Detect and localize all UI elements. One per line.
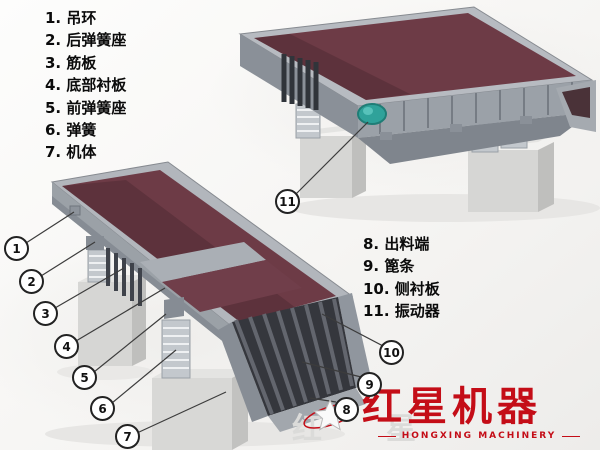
brand-logo: 红星机器 HONGXING MACHINERY: [296, 384, 596, 448]
legend-item-9: 9. 篦条: [363, 257, 415, 276]
vibrator-motor: [357, 103, 387, 125]
legend-item-1: 1. 吊环: [45, 9, 97, 27]
callout-circle-7: 7: [115, 424, 140, 449]
callout-circle-11: 11: [275, 189, 300, 214]
legend-right: 8. 出料端 9. 篦条 10. 侧衬板 11. 振动器: [363, 233, 440, 323]
funnel-rim: [140, 242, 266, 282]
brand-name: 红星机器: [362, 384, 542, 430]
feeder-main-body: [50, 161, 372, 432]
callout-circle-4: 4: [54, 334, 79, 359]
legend-item-6: 6. 弹簧: [45, 120, 97, 139]
legend-item-4: 4. 底部衬板: [45, 76, 127, 95]
brand-subtitle: HONGXING MACHINERY: [366, 431, 592, 441]
springs-main: [87, 249, 191, 379]
legend-item-3: 3. 筋板: [45, 53, 97, 72]
front-spring-seat: [164, 297, 184, 319]
lifting-ring: [69, 205, 81, 216]
funnel-body: [162, 260, 302, 312]
callout-circle-6: 6: [90, 396, 115, 421]
legend-item-2: 2. 后弹簧座: [45, 31, 127, 50]
feeder-top-view: [238, 6, 596, 212]
feeder-top-body: [238, 6, 596, 164]
legend-left: 1. 吊环 2. 后弹簧座 3. 筋板 4. 底部衬板 5. 前弹簧座 6. 弹…: [45, 7, 126, 164]
callout-circle-3: 3: [33, 301, 58, 326]
callout-circle-1: 1: [4, 236, 29, 261]
legend-item-10: 10. 侧衬板: [363, 279, 440, 298]
callout-circle-10: 10: [379, 340, 404, 365]
callout-circle-9: 9: [357, 372, 382, 397]
grate-bars: [232, 297, 356, 416]
callout-circle-2: 2: [19, 269, 44, 294]
watermark-char-right: 星: [386, 412, 416, 447]
mount-bracket-stripes: [281, 54, 319, 110]
feeder-main-view: [50, 161, 372, 450]
leader-lines: [25, 121, 384, 434]
legend-item-7: 7. 机体: [45, 143, 97, 162]
rear-spring-seat: [86, 236, 104, 250]
legend-item-11: 11. 振动器: [363, 302, 440, 321]
legend-item-8: 8. 出料端: [363, 235, 430, 253]
callout-circle-8: 8: [334, 397, 359, 422]
legend-item-5: 5. 前弹簧座: [45, 98, 127, 117]
callout-circle-5: 5: [72, 365, 97, 390]
